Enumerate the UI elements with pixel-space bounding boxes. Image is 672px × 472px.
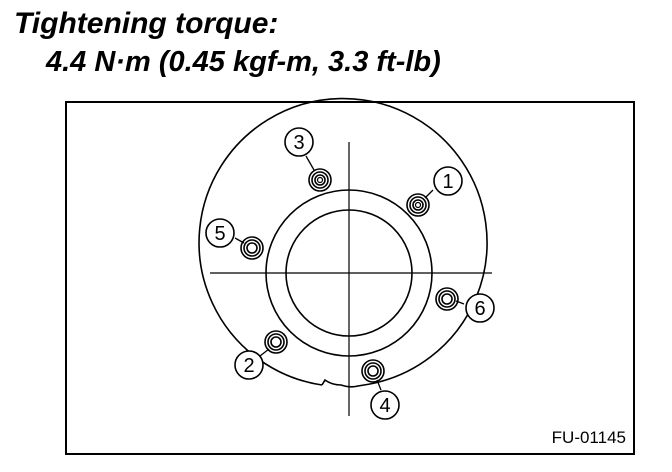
bolt-1 bbox=[406, 193, 430, 217]
bolt-5 bbox=[240, 236, 264, 260]
leader-line-3 bbox=[305, 155, 315, 171]
callout-number-6: 6 bbox=[474, 298, 485, 320]
callout-circle-6 bbox=[465, 293, 495, 323]
bolt-6 bbox=[435, 287, 459, 311]
figure-frame bbox=[65, 101, 635, 455]
torque-value: 4.4 N·m (0.45 kgf-m, 3.3 ft-lb) bbox=[46, 46, 441, 78]
callout-circle-1 bbox=[433, 166, 463, 196]
bolt-2 bbox=[264, 330, 288, 354]
callout-number-3: 3 bbox=[293, 132, 304, 154]
bolts-group bbox=[240, 168, 459, 383]
callouts-group: 1 2 3 4 5 6 bbox=[205, 127, 495, 420]
leader-line-5 bbox=[234, 237, 245, 244]
callout-circle-3 bbox=[284, 127, 314, 157]
flange-notch bbox=[321, 378, 371, 388]
bolt-3 bbox=[308, 168, 332, 192]
callout-number-4: 4 bbox=[379, 395, 390, 417]
leader-line-2 bbox=[259, 348, 270, 357]
leader-line-6 bbox=[455, 300, 465, 305]
figure-code: FU-01145 bbox=[552, 428, 626, 447]
leader-line-1 bbox=[424, 189, 434, 199]
callout-number-2: 2 bbox=[243, 355, 254, 377]
callout-circle-4 bbox=[370, 390, 400, 420]
bolt-4 bbox=[361, 359, 385, 383]
callout-number-5: 5 bbox=[214, 223, 225, 245]
callout-number-1: 1 bbox=[442, 171, 453, 193]
torque-heading: Tightening torque: bbox=[14, 7, 279, 40]
leader-line-4 bbox=[376, 379, 382, 391]
callout-circle-2 bbox=[234, 350, 264, 380]
callout-circle-5 bbox=[205, 218, 235, 248]
